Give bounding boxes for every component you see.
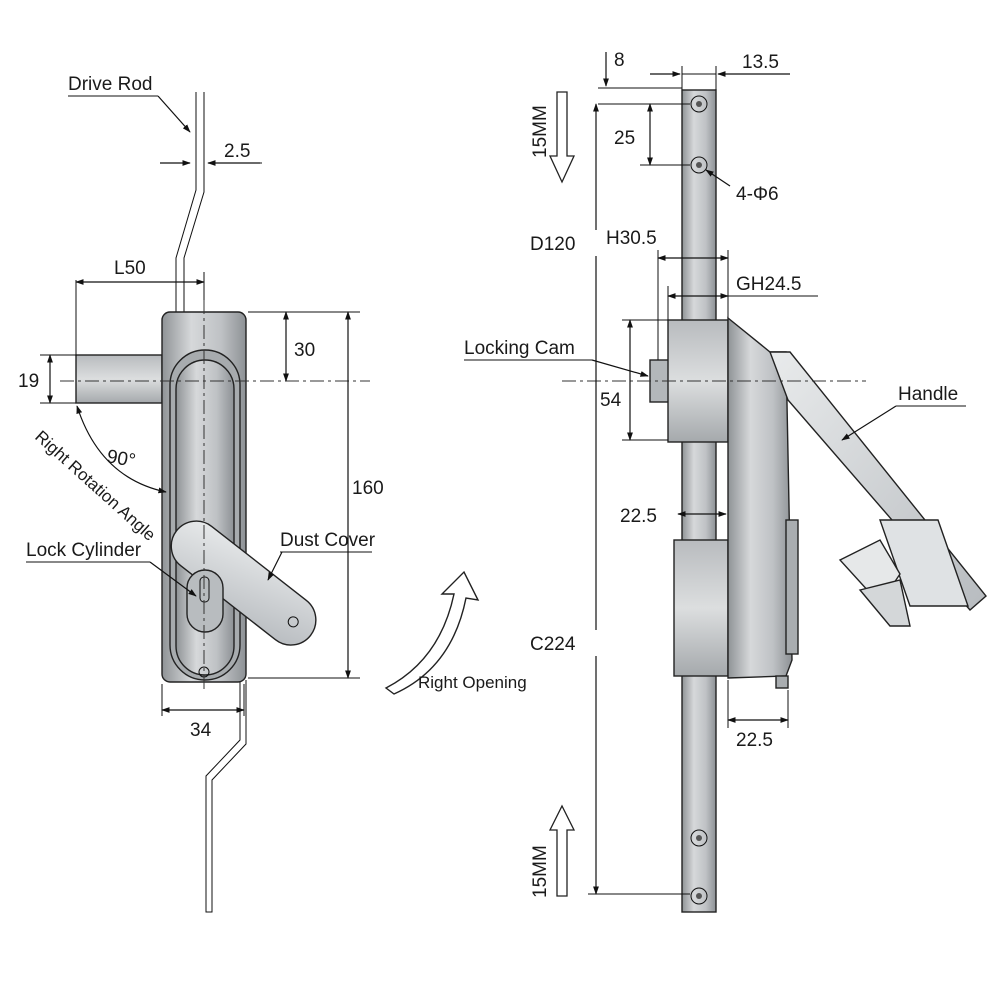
bar-width-label: 13.5 xyxy=(742,52,779,73)
drive-rod-label: Drive Rod xyxy=(68,74,152,95)
mount-hole xyxy=(690,95,708,113)
cam-height-label: 19 xyxy=(18,371,39,392)
dim-d-label: D120 xyxy=(530,234,575,255)
side-view: 8 13.5 25 4-Φ6 15MM 15MM D120 C224 H30.5 xyxy=(464,50,987,913)
locking-cam-label: Locking Cam xyxy=(464,338,575,359)
handle-label: Handle xyxy=(898,384,958,405)
dim-h-label: H30.5 xyxy=(606,228,657,249)
cam-bar xyxy=(75,354,163,404)
mount-hole xyxy=(690,887,708,905)
lower-block xyxy=(673,539,729,677)
dim-gh-label: GH24.5 xyxy=(736,274,801,295)
lock-cylinder-label: Lock Cylinder xyxy=(26,540,142,561)
width-l-label: L50 xyxy=(114,258,146,279)
mount-hole xyxy=(690,156,708,174)
dust-cover-label: Dust Cover xyxy=(280,530,376,551)
depth-upper-label: 22.5 xyxy=(620,506,657,527)
opening-arrow xyxy=(384,570,480,695)
travel-bottom-label: 15MM xyxy=(530,845,551,898)
travel-arrow-bottom xyxy=(548,804,576,897)
hole-offset-label: 8 xyxy=(614,50,625,71)
front-view: 2.5 Drive Rod L50 19 90° Right Rotation … xyxy=(18,74,527,913)
drive-rod xyxy=(175,92,205,312)
dim-c-label: C224 xyxy=(530,634,576,655)
travel-arrow-top xyxy=(548,91,576,184)
opening-label: Right Opening xyxy=(418,673,527,692)
top-to-axis-label: 30 xyxy=(294,340,315,361)
cam-span-label: 54 xyxy=(600,390,622,411)
mounting-bar xyxy=(681,89,717,913)
dust-cover[interactable] xyxy=(161,511,326,655)
travel-top-label: 15MM xyxy=(530,105,551,158)
hole-spacing-label: 25 xyxy=(614,128,635,149)
depth-lower-label: 22.5 xyxy=(736,730,773,751)
total-height-label: 160 xyxy=(352,478,384,499)
rotation-angle-label: 90° xyxy=(105,446,137,472)
drive-rod-lower xyxy=(205,680,247,913)
mount-hole xyxy=(690,829,708,847)
holes-label: 4-Φ6 xyxy=(736,184,779,205)
lock-cylinder[interactable] xyxy=(186,569,224,633)
rod-thickness-label: 2.5 xyxy=(224,141,250,162)
body-width-label: 34 xyxy=(190,720,212,741)
